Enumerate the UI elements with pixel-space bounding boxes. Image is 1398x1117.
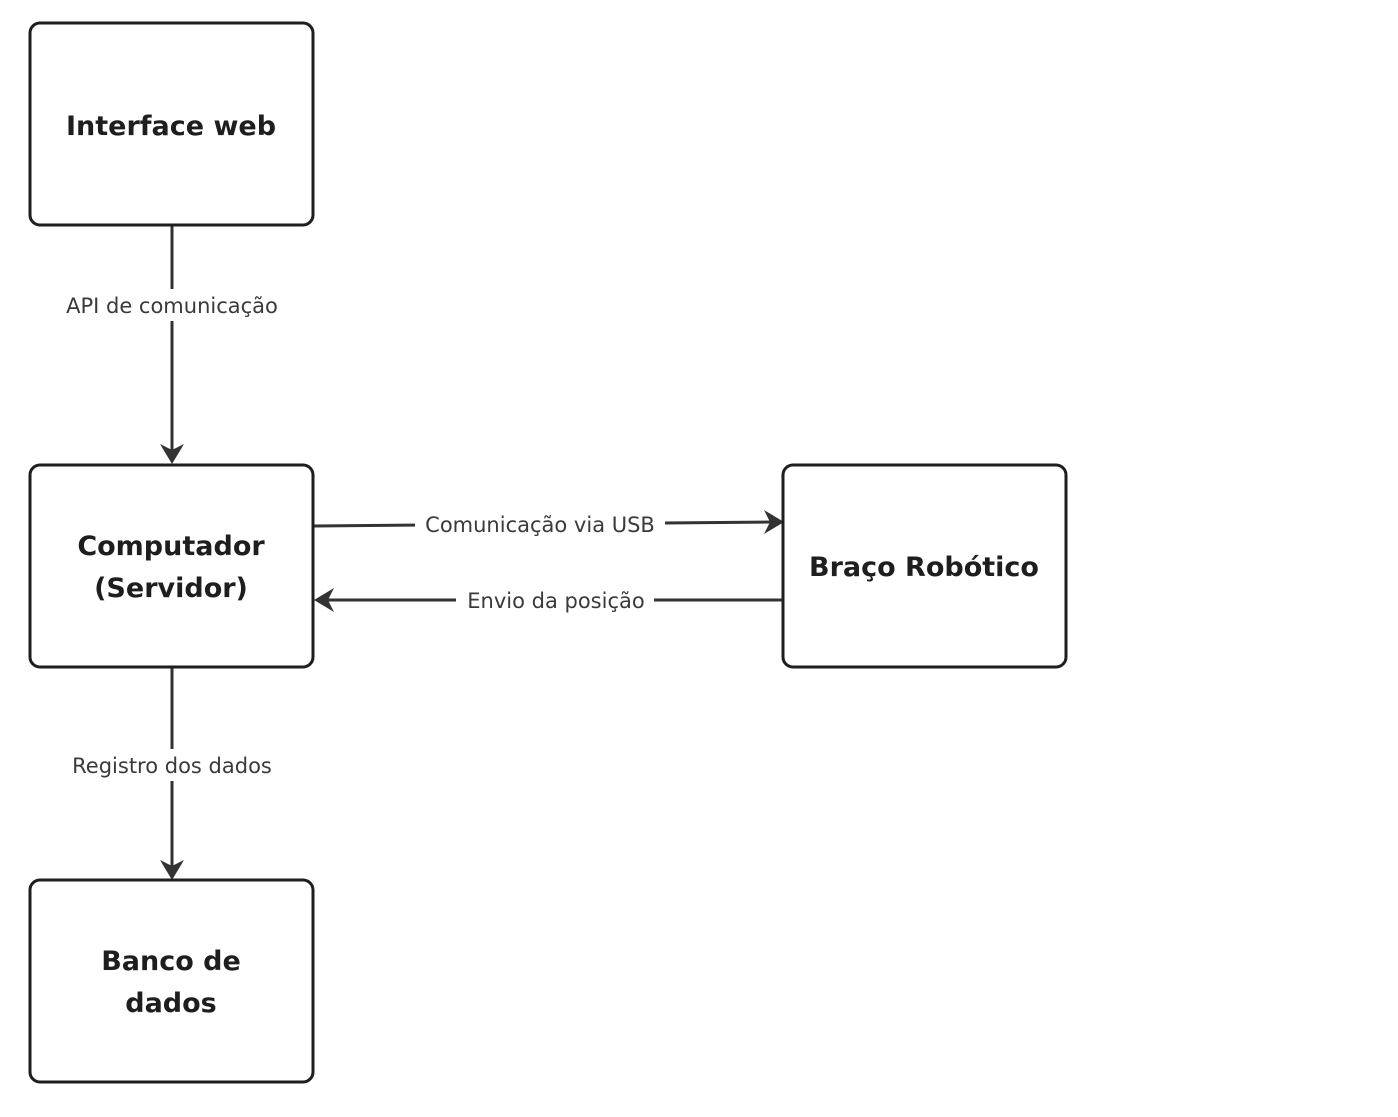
node-computador-servidor-label-line-2: (Servidor): [94, 573, 248, 604]
node-braco-robotico[interactable]: Braço Robótico: [781, 463, 1068, 669]
edge-usb: Comunicação via USB: [313, 507, 784, 541]
edge-usb-label: Comunicação via USB: [425, 513, 655, 537]
edge-registry-arrowhead: [160, 860, 184, 880]
node-banco-de-dados-label-line-2: dados: [125, 988, 217, 1019]
edge-usb-arrowhead: [764, 510, 784, 534]
node-interface-web-box[interactable]: [28, 21, 315, 227]
edge-api-label: API de comunicação: [66, 294, 278, 318]
edge-api-label-bg: [55, 289, 289, 321]
node-computador-servidor-label-line-1: Computador: [77, 531, 265, 562]
edge-usb-label-bg: [415, 507, 665, 541]
node-braco-robotico-label: Braço Robótico: [809, 552, 1039, 583]
node-computador-servidor[interactable]: Computador (Servidor): [28, 463, 315, 669]
node-banco-de-dados-box[interactable]: [28, 878, 315, 1084]
node-braco-robotico-box[interactable]: [781, 463, 1068, 669]
edge-position-label-bg: [456, 583, 654, 617]
edge-position-arrowhead: [314, 588, 334, 612]
node-computador-servidor-box[interactable]: [28, 463, 315, 669]
node-interface-web-label: Interface web: [66, 111, 276, 142]
node-banco-de-dados-label-line-1: Banco de: [101, 946, 241, 977]
edge-api-arrowhead: [160, 444, 184, 464]
edge-position-label: Envio da posição: [467, 589, 644, 613]
edge-registry-label-bg: [58, 749, 286, 781]
node-banco-de-dados[interactable]: Banco de dados: [28, 878, 315, 1084]
edge-registry-label: Registro dos dados: [72, 754, 272, 778]
edge-position: Envio da posição: [314, 583, 783, 617]
edge-api: API de comunicação: [55, 226, 289, 464]
edge-registry: Registro dos dados: [58, 667, 286, 880]
node-interface-web[interactable]: Interface web: [28, 21, 315, 227]
